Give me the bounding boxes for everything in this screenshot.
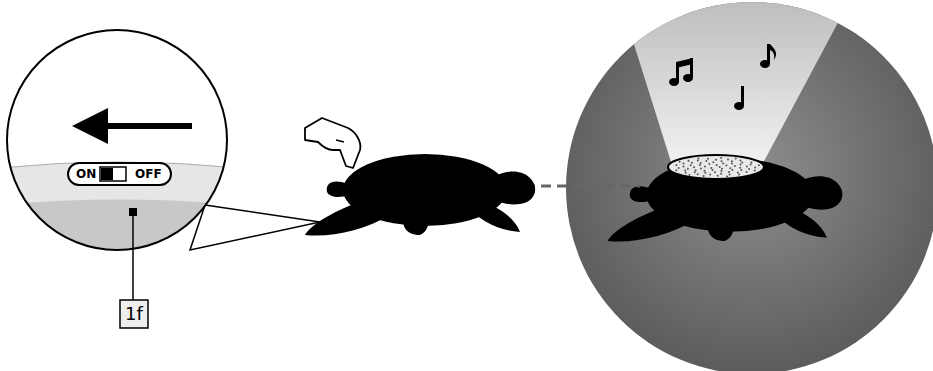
callout-number: 1f xyxy=(125,305,143,323)
switch-knob xyxy=(101,168,113,180)
direction-arrowhead xyxy=(72,108,108,144)
switch-slot xyxy=(100,167,126,181)
light-cone xyxy=(620,0,850,165)
magnifier-tail xyxy=(190,205,320,250)
star-dots xyxy=(675,157,760,177)
toy-band xyxy=(0,162,240,260)
turtle-silhouette xyxy=(305,154,535,236)
switch-label: OFF xyxy=(135,168,162,180)
leader-line xyxy=(132,212,134,300)
switch-label: ON xyxy=(76,168,96,180)
callout-box xyxy=(120,300,148,328)
direction-arrow xyxy=(100,123,192,129)
pointing-hand xyxy=(305,118,360,168)
dashed-line xyxy=(525,185,640,188)
magnifier-outline xyxy=(7,30,227,250)
projector-dome xyxy=(668,155,764,179)
music-notes xyxy=(669,44,776,110)
switch-housing xyxy=(68,163,171,185)
